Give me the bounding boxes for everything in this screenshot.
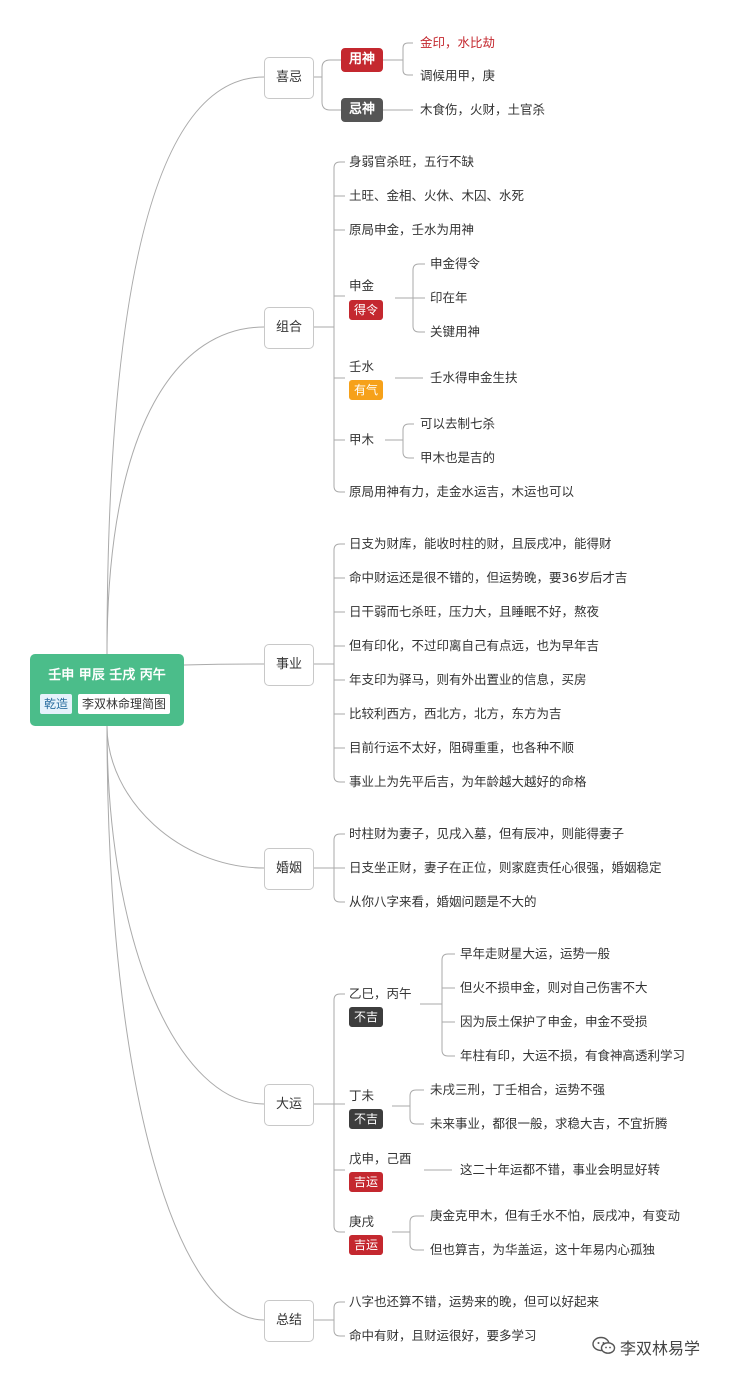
yongshen-item: 金印，水比劫 [420,35,496,50]
dayun-item: 早年走财星大运，运势一般 [460,946,611,961]
topic-zongjie[interactable]: 总结 [264,1300,314,1342]
zuhe-item: 身弱官杀旺，五行不缺 [349,154,475,169]
topic-shiye[interactable]: 事业 [264,644,314,686]
jishen-item: 木食伤，火财，土官杀 [420,102,546,117]
shiye-item: 比较利西方，西北方，北方，东方为吉 [349,706,562,721]
topic-zuhe[interactable]: 组合 [264,307,314,349]
shiye-item: 目前行运不太好，阻碍重重，也各种不顺 [349,740,575,755]
hunyin-item: 时柱财为妻子，见戌入墓，但有辰冲，则能得妻子 [349,826,625,841]
shiye-item: 命中财运还是很不错的，但运势晚，要36岁后才吉 [349,570,628,585]
shenjin-label: 申金 [349,278,375,293]
shenjin-item: 关键用神 [430,324,481,339]
renshui-badge: 有气 [349,380,384,400]
jiamu-item: 甲木也是吉的 [420,450,496,465]
jiamu-label: 甲木 [349,432,375,447]
root-tag: 乾造 [40,694,73,714]
dayun-item: 庚金克甲木，但有壬水不怕，辰戌冲，有变动 [430,1208,681,1223]
hunyin-item: 日支坐正财，妻子在正位，则家庭责任心很强，婚姻稳定 [349,860,662,875]
jiamu-item: 可以去制七杀 [420,416,496,431]
dayun-item: 未戌三刑，丁壬相合，运势不强 [430,1082,606,1097]
shenjin-badge: 得令 [349,300,384,320]
dayun-item: 因为辰土保护了申金，申金不受损 [460,1014,648,1029]
shenjin-item: 申金得令 [430,256,481,271]
renshui-label: 壬水 [349,359,375,374]
dayun-item: 这二十年运都不错，事业会明显好转 [460,1162,661,1177]
root-node[interactable]: 壬申 甲辰 壬戌 丙午 乾造 李双林命理简图 [30,654,184,726]
dayun-badge: 吉运 [349,1235,384,1255]
dayun-label: 戊申，己酉 [349,1151,412,1166]
watermark-text: 李双林易学 [620,1339,701,1358]
shiye-item: 年支印为驿马，则有外出置业的信息，买房 [349,672,587,687]
shiye-item: 但有印化，不过印离自己有点远，也为早年吉 [349,638,600,653]
shiye-item: 事业上为先平后吉，为年龄越大越好的命格 [349,774,587,789]
dayun-badge: 吉运 [349,1172,384,1192]
yongshen-badge[interactable]: 用神 [341,48,383,72]
dayun-badge: 不吉 [349,1007,384,1027]
root-source: 李双林命理简图 [78,694,171,714]
dayun-badge: 不吉 [349,1109,384,1129]
topic-dayun[interactable]: 大运 [264,1084,314,1126]
root-title: 壬申 甲辰 壬戌 丙午 [48,668,166,683]
topic-xiji[interactable]: 喜忌 [264,57,314,99]
zuhe-item: 原局申金，壬水为用神 [349,222,475,237]
topic-hunyin[interactable]: 婚姻 [264,848,314,890]
wechat-icon [592,1336,616,1354]
shiye-item: 日支为财库，能收时柱的财，且辰戌冲，能得财 [349,536,612,551]
dayun-label: 丁未 [349,1088,375,1103]
shenjin-item: 印在年 [430,290,468,305]
zuhe-item: 土旺、金相、火休、木囚、水死 [349,188,525,203]
dayun-label: 乙巳，丙午 [349,986,412,1001]
jishen-badge[interactable]: 忌神 [341,98,383,122]
shiye-item: 日干弱而七杀旺，压力大，且睡眠不好，熬夜 [349,604,600,619]
dayun-label: 庚戌 [349,1214,375,1229]
dayun-item: 但火不损申金，则对自己伤害不大 [460,980,648,995]
yongshen-item: 调候用甲，庚 [420,68,496,83]
hunyin-item: 从你八字来看，婚姻问题是不大的 [349,894,537,909]
zongjie-item: 命中有财，且财运很好，要多学习 [349,1328,537,1343]
dayun-item: 但也算吉，为华盖运，这十年易内心孤独 [430,1242,656,1257]
dayun-item: 未来事业，都很一般，求稳大吉，不宜折腾 [430,1116,668,1131]
dayun-item: 年柱有印，大运不损，有食神高透利学习 [460,1048,686,1063]
zongjie-item: 八字也还算不错，运势来的晚，但可以好起来 [349,1294,600,1309]
renshui-item: 壬水得申金生扶 [430,370,518,385]
zuhe-last: 原局用神有力，走金水运吉，木运也可以 [349,484,575,499]
